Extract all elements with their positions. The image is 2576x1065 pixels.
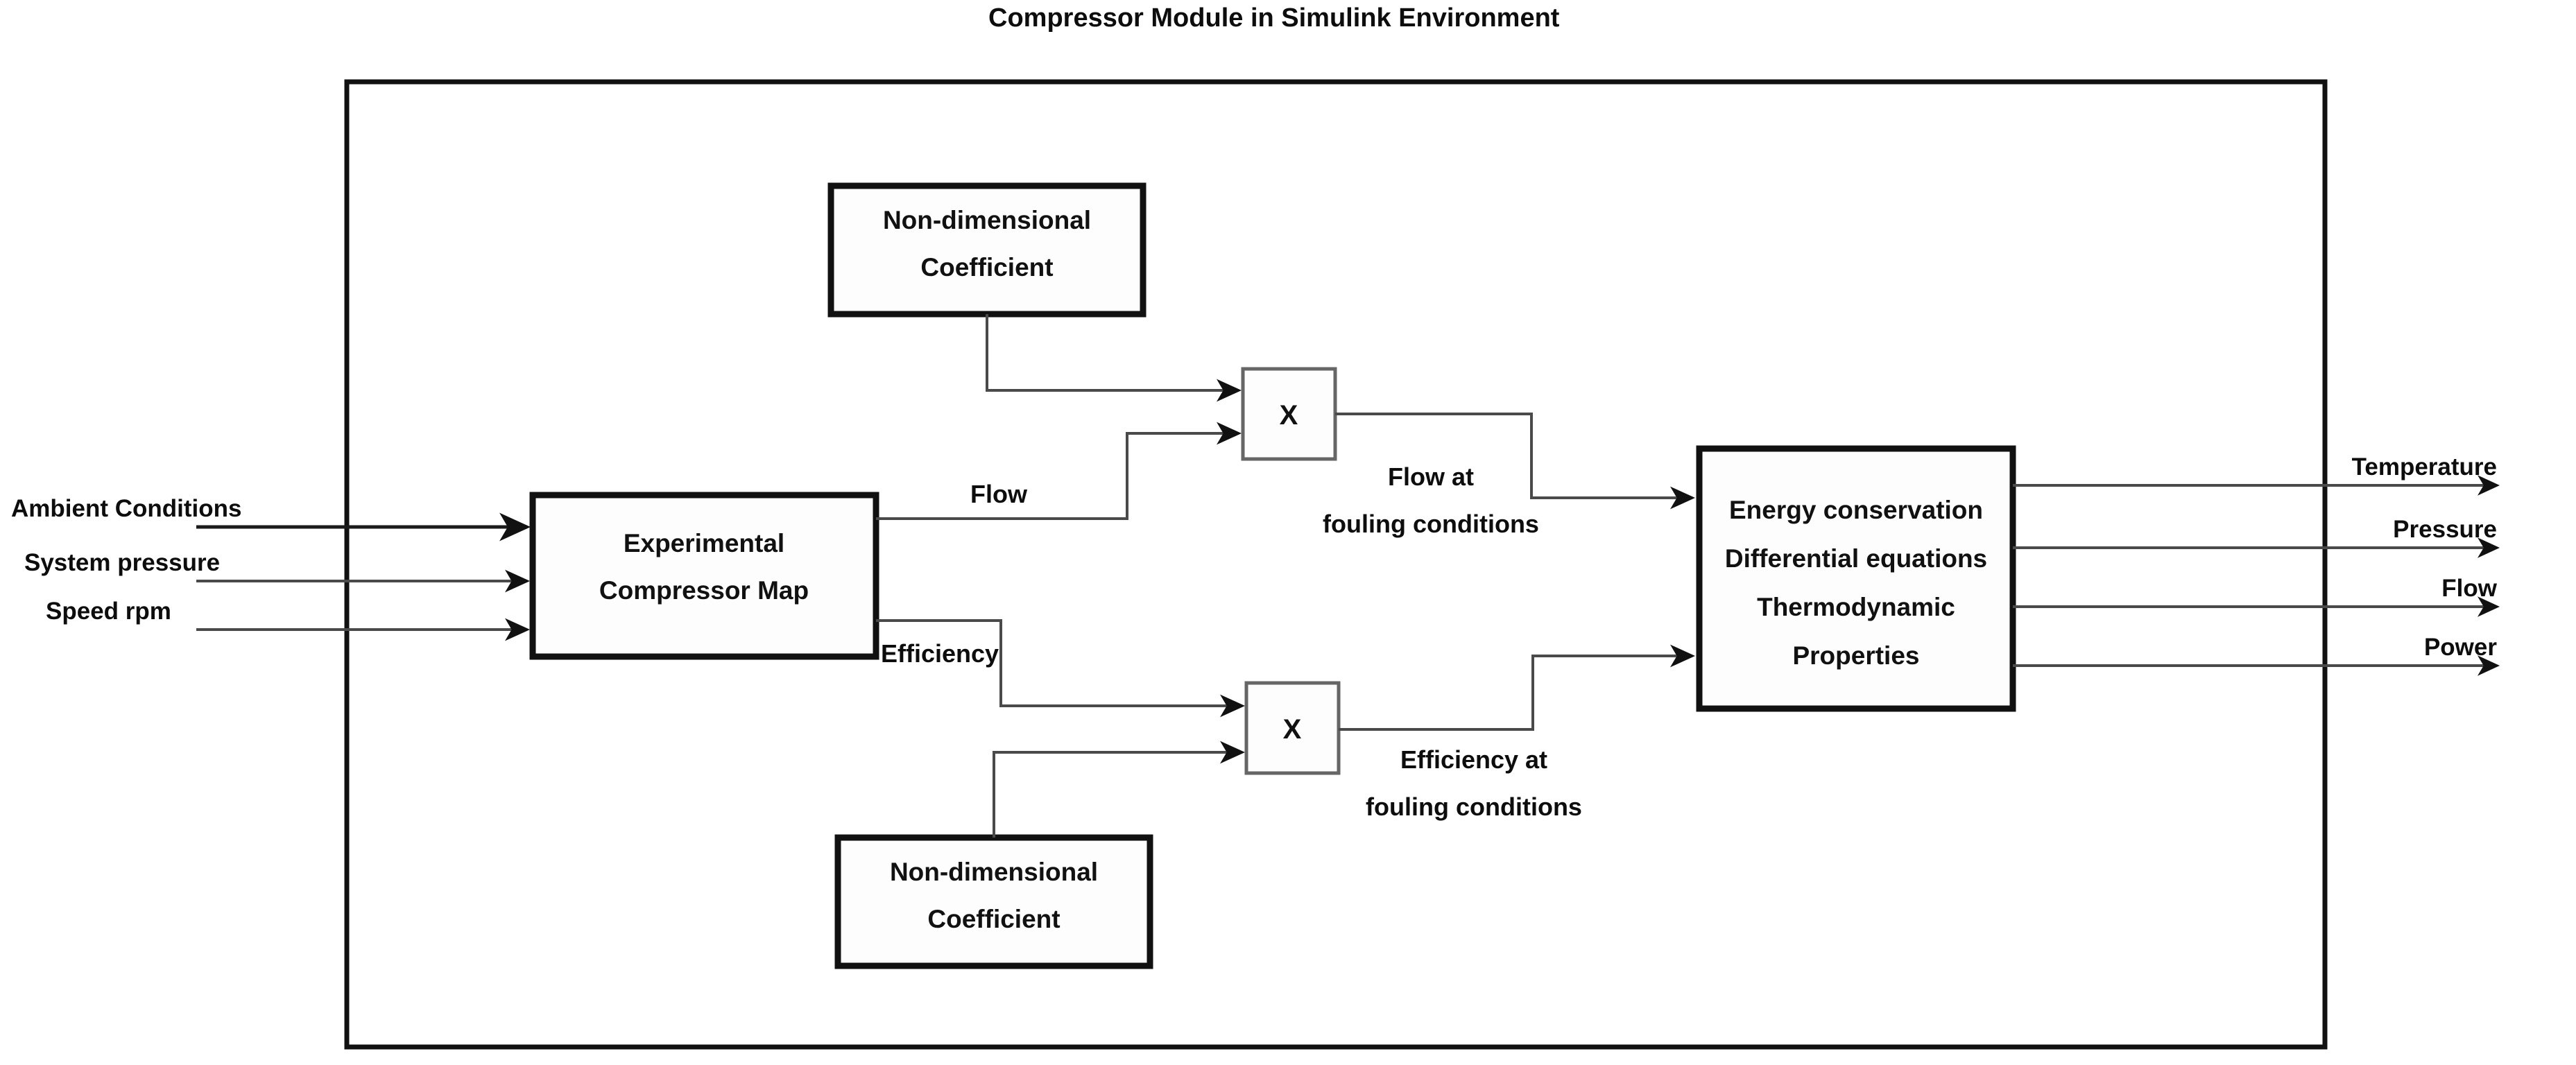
wire-flow-at-fouling-to-energy [1335, 413, 1695, 510]
input-label-speed-rpm: Speed rpm [46, 598, 171, 625]
signal-label-flow-fouling-line-1: Flow at [1388, 462, 1474, 491]
wire-efficiency-at-fouling-to-energy [1339, 644, 1695, 731]
page-title: Compressor Module in Simulink Environmen… [988, 3, 1560, 33]
input-label-system-pressure: System pressure [24, 549, 220, 576]
block-multiplier-flow[interactable] [1241, 367, 1337, 461]
signal-label-eff-fouling-line-2: fouling conditions [1366, 793, 1582, 821]
block-non-dimensional-coefficient-top[interactable] [827, 182, 1147, 318]
output-label-temperature: Temperature [2352, 453, 2497, 480]
energy-line-2: Differential equations [1725, 544, 1987, 573]
input-wires [196, 512, 531, 641]
coeff-bottom-line-2: Coefficient [927, 905, 1060, 933]
coeff-bottom-line-1: Non-dimensional [890, 858, 1098, 886]
block-energy-conservation[interactable] [1696, 445, 2016, 712]
signal-label-eff-fouling-line-1: Efficiency at [1400, 745, 1547, 774]
compressor-map-line-1: Experimental [624, 529, 784, 557]
block-non-dimensional-coefficient-bottom[interactable] [834, 834, 1153, 969]
coeff-top-line-2: Coefficient [920, 253, 1053, 282]
output-label-pressure: Pressure [2393, 516, 2497, 543]
multiplier-bottom-symbol: X [1283, 714, 1302, 745]
signal-label-flow: Flow [970, 480, 1028, 508]
multiplier-top-symbol: X [1280, 400, 1298, 431]
wire-coeff-top-to-multiplier [986, 314, 1242, 402]
output-label-flow: Flow [2441, 575, 2497, 602]
wire-coeff-bottom-to-multiplier [993, 741, 1245, 838]
output-wires [2013, 475, 2500, 676]
coeff-top-line-1: Non-dimensional [883, 206, 1091, 234]
energy-line-4: Properties [1792, 641, 1919, 670]
block-experimental-compressor-map[interactable] [529, 492, 879, 660]
signal-label-flow-fouling-line-2: fouling conditions [1323, 510, 1539, 538]
energy-line-3: Thermodynamic [1757, 593, 1955, 621]
input-label-ambient-conditions: Ambient Conditions [11, 495, 241, 522]
energy-line-1: Energy conservation [1729, 496, 1983, 524]
signal-label-efficiency: Efficiency [881, 639, 999, 668]
wire-efficiency-to-multiplier [876, 619, 1245, 718]
compressor-map-line-2: Compressor Map [599, 576, 809, 605]
wire-flow-to-multiplier [876, 422, 1242, 520]
output-label-power: Power [2424, 634, 2497, 661]
